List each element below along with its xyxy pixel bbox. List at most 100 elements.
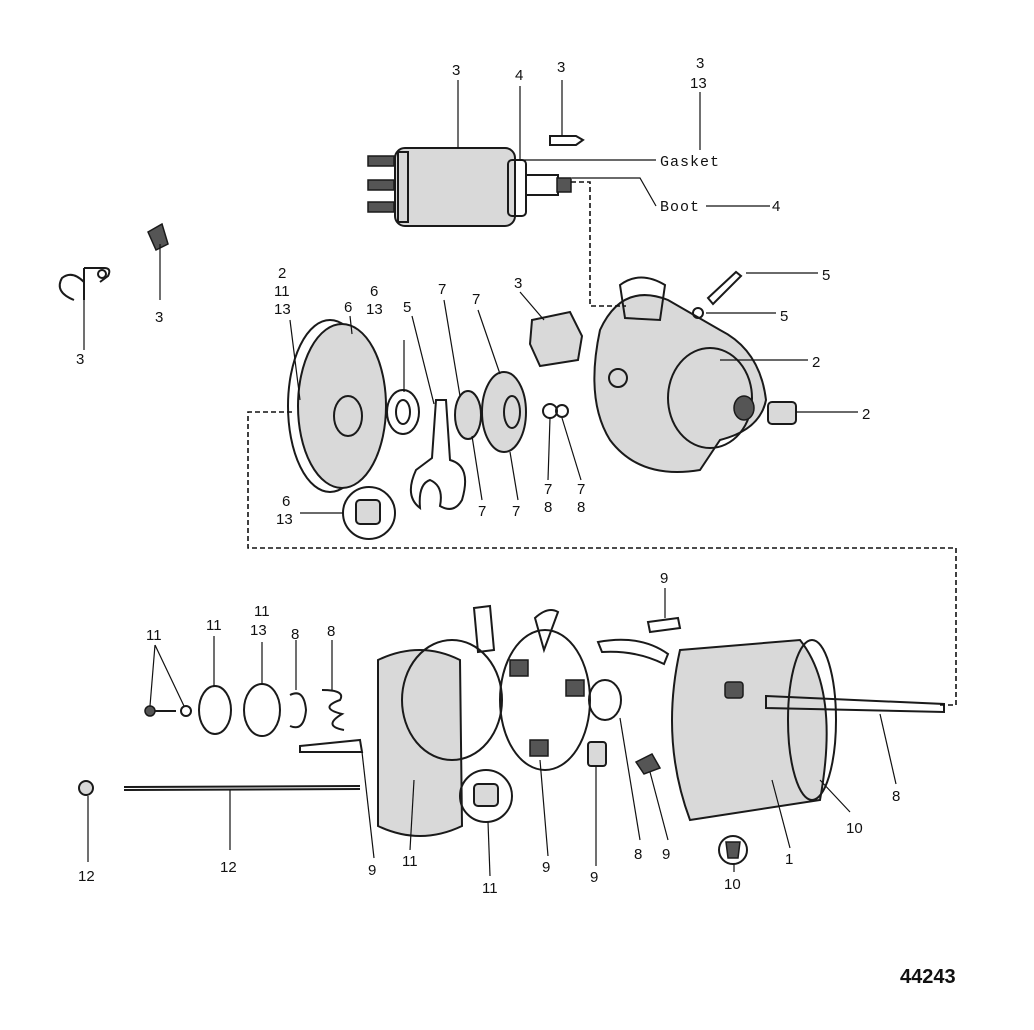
callout-nut-left: 12 (78, 868, 95, 885)
nut-left (78, 780, 94, 796)
end-cover-body (377, 649, 464, 837)
callout-pinion-b: 7 (472, 291, 480, 308)
callout-gasket-ring-b: 13 (250, 622, 267, 639)
callout-stop-a-2: 8 (544, 499, 552, 516)
seal (386, 389, 420, 435)
through-bolt-lower-edge (123, 788, 361, 791)
callout-solenoid-top: 3 (452, 62, 460, 79)
callout-bracket-left: 3 (76, 351, 84, 368)
solenoid-terminal-mid (367, 179, 395, 191)
pinion-clutch (454, 390, 482, 440)
pinion-gear-hub (503, 395, 521, 429)
plate-a (198, 685, 232, 735)
brush-1 (509, 659, 529, 677)
callout-washer: 8 (634, 846, 642, 863)
stop-collar (555, 404, 569, 418)
brush-lead-top (646, 616, 682, 634)
drive-end-bore (667, 347, 753, 449)
callout-bushing-lower-b: 13 (276, 511, 293, 528)
callout-drive-end-a: 2 (278, 265, 286, 282)
stop-ring (542, 403, 558, 419)
callout-drive-end-b: 11 (274, 283, 290, 300)
callout-pinion-lower-a: 7 (478, 503, 486, 520)
wire-loop (247, 411, 957, 706)
drive-end-pivot (608, 368, 628, 388)
solenoid-terminal-top (367, 155, 395, 167)
solenoid-assembly (367, 135, 585, 227)
callout-spring: 8 (327, 623, 335, 640)
housing-ring-face (297, 323, 387, 489)
solenoid-cap (397, 151, 409, 223)
housing-ring-hub (333, 395, 363, 437)
brush-lower (634, 753, 662, 775)
callout-end-cover: 11 (402, 853, 418, 870)
callout-bolt-lower: 9 (368, 862, 376, 879)
brush-lead (472, 604, 496, 654)
drive-end-frame (593, 270, 797, 473)
gasket-label: Gasket (660, 154, 720, 171)
callout-bolt-top: 5 (822, 267, 830, 284)
drive-end-housing (593, 294, 768, 473)
shift-fork (409, 399, 466, 511)
terminal-block (528, 310, 584, 368)
screw-left-head (144, 705, 156, 717)
callout-brush-holder: 9 (542, 859, 550, 876)
solenoid-plunger-tip (556, 177, 572, 193)
callout-labels: 3 4 3 3 13 Gasket Boot 4 3 3 2 11 13 6 6… (76, 55, 956, 988)
gasket-ring (243, 683, 281, 737)
terminal-lower (725, 841, 741, 859)
callout-block: 3 (514, 275, 522, 292)
callout-solenoid-gasket-b: 13 (690, 75, 707, 92)
solenoid-plunger (525, 174, 559, 196)
callout-bushing-right: 2 (862, 406, 870, 423)
field-frame-body (671, 638, 828, 822)
callout-brush-lead-top: 9 (660, 570, 668, 587)
housing-ring-group (287, 319, 387, 493)
field-frame-end (787, 639, 837, 801)
bushing-lower (355, 499, 381, 525)
callout-fork-lever: 5 (403, 299, 411, 316)
wire-solenoid (571, 181, 626, 307)
field-frame-group (596, 616, 945, 865)
end-cover-rim (401, 639, 503, 761)
screw-left-washer (180, 705, 192, 717)
brush-holder-group (472, 604, 607, 771)
bushing-cover (473, 783, 499, 807)
figure-number: 44243 (900, 966, 956, 988)
boot-label: Boot (660, 199, 700, 216)
callout-solenoid-screw: 3 (557, 59, 565, 76)
callout-boot-ref: 4 (772, 198, 780, 215)
terminal (724, 681, 744, 699)
seal-inner (395, 399, 411, 425)
callout-armature-wire: 8 (892, 788, 900, 805)
terminal-lower-circle (718, 835, 748, 865)
callout-stop-b-1: 7 (577, 481, 585, 498)
callout-through-bolt: 12 (220, 859, 237, 876)
callout-terminal-lower: 10 (724, 876, 741, 893)
callout-bushing-lower-a: 6 (282, 493, 290, 510)
nut-top (692, 307, 704, 319)
callout-housing-ring: 6 (344, 299, 352, 316)
callout-seal-b: 13 (366, 301, 383, 318)
solenoid-body (394, 147, 516, 227)
washer (588, 679, 622, 721)
solenoid-screw (549, 135, 585, 146)
ring-a (289, 692, 308, 729)
brush-2 (565, 679, 585, 697)
callout-clip-left: 3 (155, 309, 163, 326)
through-bolt (123, 785, 361, 788)
drive-end-nose (733, 395, 755, 421)
bolt-top (706, 270, 743, 306)
callout-plate-a: 11 (206, 617, 222, 634)
clip-part (147, 222, 169, 252)
end-cover-group (377, 639, 513, 837)
callout-bushing-cover: 11 (482, 880, 498, 897)
callout-pinion-lower-b: 7 (512, 503, 520, 520)
armature-shaft (765, 694, 945, 714)
bolt-lower (299, 738, 364, 753)
bushing-right (767, 401, 797, 425)
callout-nut-top: 5 (780, 308, 788, 325)
drive-end-mount (618, 276, 667, 322)
